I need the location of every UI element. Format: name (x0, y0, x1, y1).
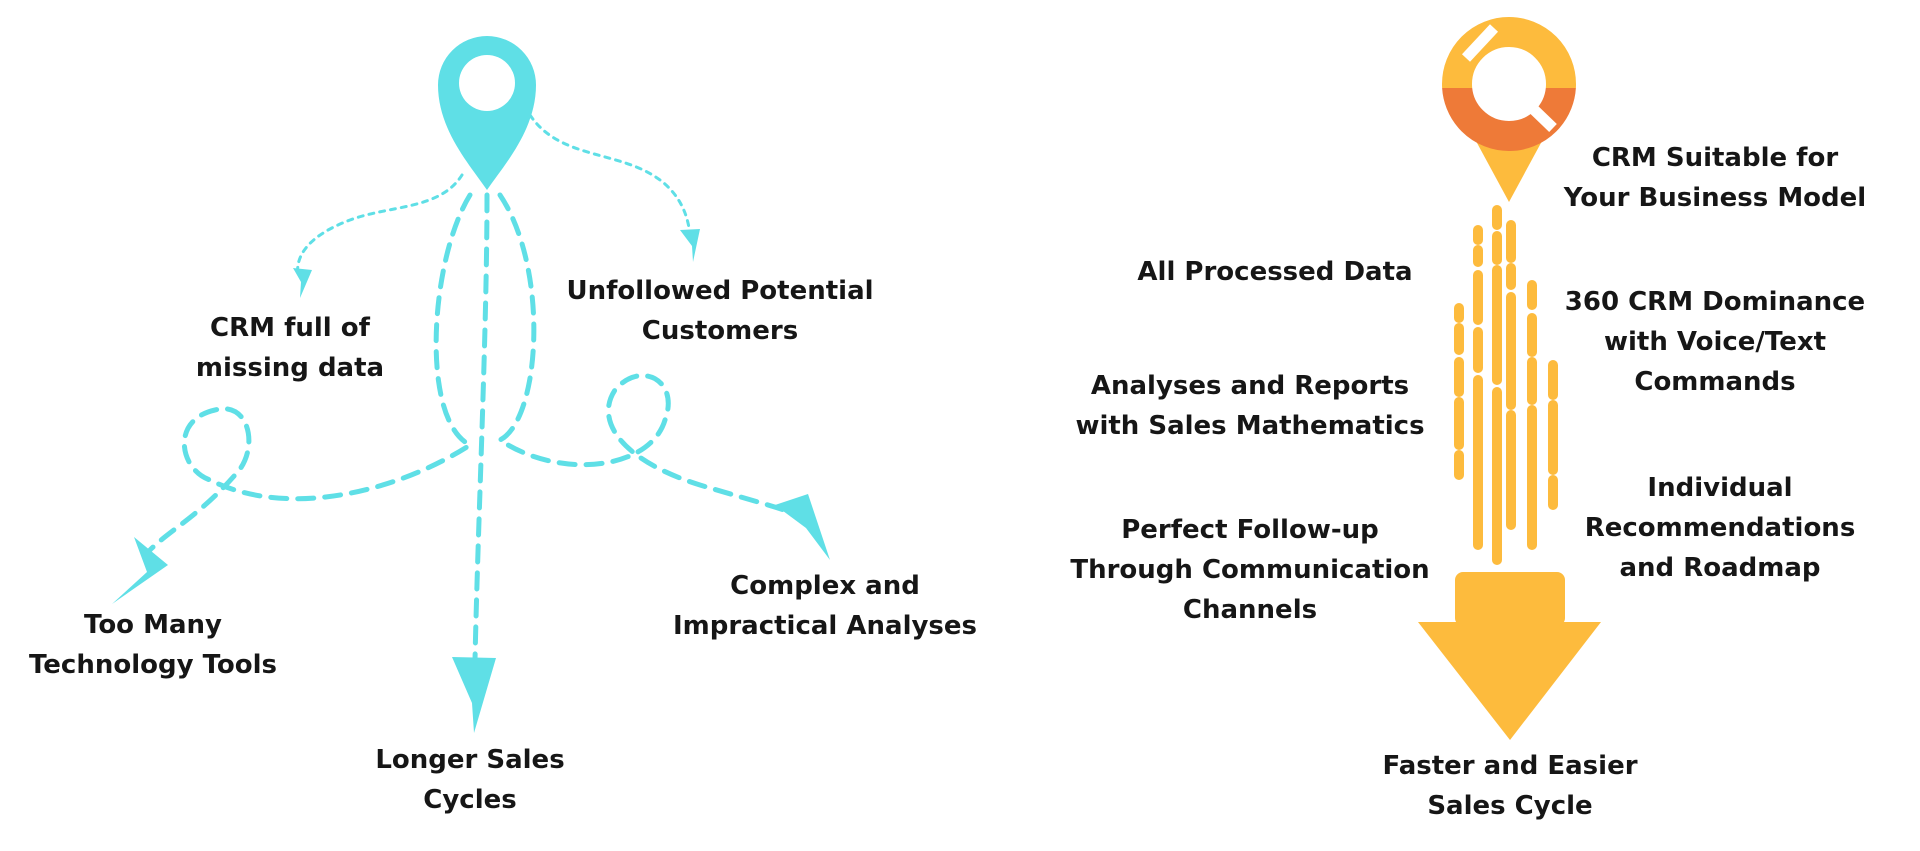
label-complex-analyses: Complex and Impractical Analyses (672, 571, 978, 641)
label-all-processed-data: All Processed Data (1137, 257, 1413, 287)
left-arrowheads (112, 229, 830, 733)
arrowhead-too-many-tools (112, 537, 168, 604)
label-perfect-follow-up: Perfect Follow-up Through Communication … (1070, 515, 1430, 625)
label-crm-suitable: CRM Suitable for Your Business Model (1563, 143, 1867, 213)
label-crm-missing-data: CRM full of missing data (195, 313, 385, 383)
label-recommendations: Individual Recommendations and Roadmap (1584, 473, 1856, 583)
label-analyses-reports: Analyses and Reports with Sales Mathemat… (1075, 371, 1425, 441)
left-dotted-paths (296, 113, 692, 277)
arrowhead-missing-data (293, 268, 312, 298)
brand-logo-pin-icon (1442, 17, 1576, 202)
path-to-missing-data (296, 173, 464, 277)
label-crm-dominance: 360 CRM Dominance with Voice/Text Comman… (1564, 287, 1866, 397)
path-to-complex-analyses (495, 192, 793, 515)
location-pin-icon (438, 36, 536, 190)
arrowhead-complex-analyses (775, 494, 830, 560)
arrowhead-longer-cycles (452, 657, 496, 733)
big-down-arrow (1418, 572, 1601, 740)
path-to-longer-cycles (472, 192, 490, 663)
label-longer-sales-cycles: Longer Sales Cycles (375, 745, 565, 815)
right-dash-stripes (1454, 205, 1558, 565)
label-unfollowed-customers: Unfollowed Potential Customers (566, 276, 874, 346)
label-too-many-tools: Too Many Technology Tools (29, 610, 277, 680)
left-dashed-paths (147, 192, 793, 663)
arrowhead-unfollowed (680, 229, 700, 262)
path-to-unfollowed (528, 113, 692, 237)
path-to-too-many-tools (147, 192, 476, 553)
label-faster-sales-cycle: Faster and Easier Sales Cycle (1382, 751, 1638, 821)
